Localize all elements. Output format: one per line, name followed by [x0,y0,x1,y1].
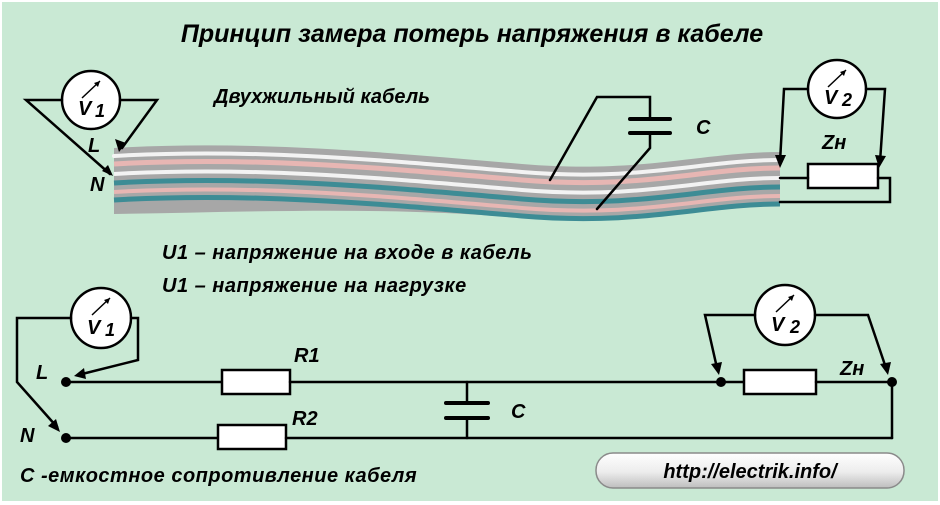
legend-line-load: U1 – напряжение на нагрузке [162,275,467,297]
site-url-badge[interactable]: http://electrik.info/ [595,452,905,489]
voltmeter-v1-top: V 1 L N [22,69,160,196]
cable-core-pink-2 [113,187,781,213]
terminal-l-top: L [88,135,100,157]
page-title: Принцип замера потерь напряжения в кабел… [181,20,763,48]
svg-text:Zн: Zн [821,132,846,154]
legend-line-input: U1 – напряжение на входе в кабель [162,242,532,264]
svg-text:V: V [78,98,93,120]
load-zn-top: Zн [778,132,892,204]
cable-illustration: Двухжильный кабель C V 1 L N [22,58,892,222]
load-zn [742,368,818,396]
footer-note: C -емкостное сопротивление кабеля [20,465,417,487]
terminal-n-bottom: N [20,425,35,447]
terminal-n-top: N [90,174,105,196]
svg-text:V: V [771,314,786,336]
svg-text:2: 2 [841,90,852,110]
voltmeter-v2-top: V 2 [775,58,887,168]
node-load-left [716,377,726,387]
capacitor-c: C [444,380,526,440]
resistor-r1-label: R1 [294,345,320,367]
voltmeter-v1-bottom: V 1 [15,286,140,432]
svg-text:V: V [87,317,102,339]
cable-capacitor: C [548,95,711,211]
cable-label: Двухжильный кабель [212,86,430,108]
cable-core-white-2 [113,169,781,195]
cable-core-white-1 [112,151,782,177]
cable-core-teal-1 [113,177,781,205]
svg-text:V: V [824,87,839,109]
site-url[interactable]: http://electrik.info/ [663,461,839,483]
resistor-r1 [220,368,292,396]
resistor-r2 [216,423,288,451]
svg-text:1: 1 [105,320,115,340]
capacitor-c-label: C [511,401,526,423]
equivalent-circuit: V 1 L N R1 R2 C [15,283,897,451]
cable-core-pink-1 [113,158,781,186]
voltmeter-v2-bottom: V 2 [703,283,891,375]
resistor-r2-label: R2 [292,408,318,430]
terminal-l-bottom: L [36,362,48,384]
load-zn-label: Zн [839,358,864,380]
cable-core-teal-2 [113,194,781,222]
cable-capacitor-label: C [696,117,711,139]
svg-text:2: 2 [789,317,800,337]
svg-text:1: 1 [95,101,105,121]
node-load-right [887,377,897,387]
